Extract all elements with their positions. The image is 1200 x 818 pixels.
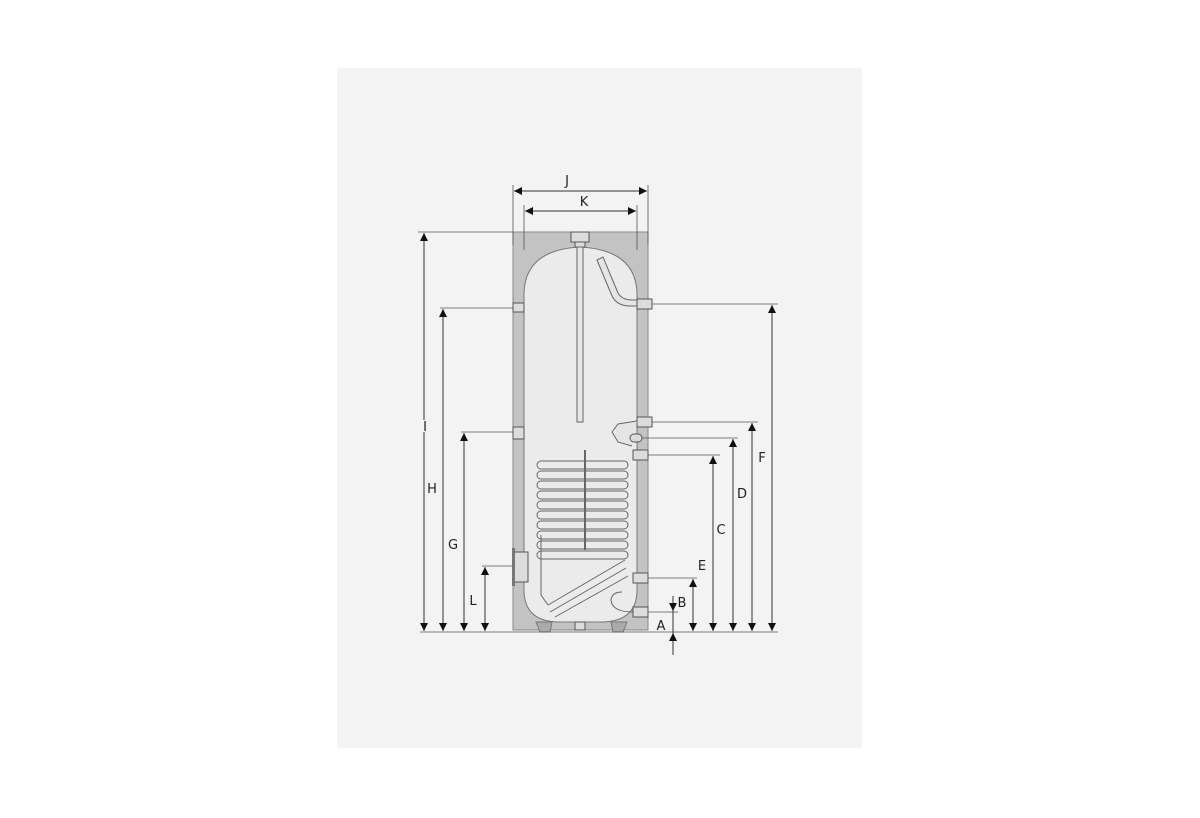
label-G: G bbox=[448, 538, 458, 553]
coil-turn bbox=[536, 500, 629, 510]
label-F: F bbox=[758, 451, 765, 466]
label-C: C bbox=[716, 523, 725, 538]
anode-rod bbox=[576, 246, 584, 423]
heater-flange bbox=[513, 551, 529, 583]
label-E: E bbox=[698, 559, 706, 574]
heat-exchanger-coil bbox=[536, 460, 629, 560]
coil-turn bbox=[536, 490, 629, 500]
coil-turn bbox=[536, 550, 629, 560]
tank bbox=[512, 231, 653, 633]
label-A: A bbox=[657, 619, 666, 634]
label-I: I bbox=[423, 420, 427, 435]
coil-turn bbox=[536, 470, 629, 480]
label-H: H bbox=[427, 482, 437, 497]
top-fitting bbox=[570, 231, 590, 243]
coil-turn bbox=[536, 520, 629, 530]
label-L: L bbox=[469, 594, 477, 609]
label-B: B bbox=[678, 596, 687, 611]
coil-turn bbox=[536, 460, 629, 470]
label-K: K bbox=[580, 195, 589, 210]
coil-turn bbox=[536, 510, 629, 520]
coil-turn bbox=[536, 540, 629, 550]
coil-turn bbox=[536, 480, 629, 490]
label-D: D bbox=[737, 487, 747, 502]
label-J: J bbox=[564, 174, 569, 189]
coil-turn bbox=[536, 530, 629, 540]
